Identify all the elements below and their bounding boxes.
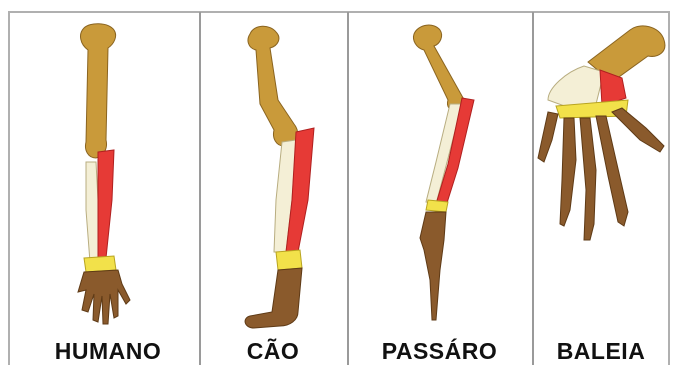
whale-flipper: [538, 26, 665, 240]
dog-leg: [245, 26, 314, 328]
bird-digits: [420, 212, 446, 320]
bird-wing: [413, 25, 474, 320]
label-human: HUMANO: [20, 339, 196, 363]
dog-paw: [245, 268, 302, 328]
dog-carpals: [276, 250, 302, 270]
whale-finger-1: [538, 112, 558, 162]
human-hand: [78, 270, 130, 324]
label-bird: PASSÁRO: [349, 339, 530, 363]
label-whale: BALEIA: [534, 339, 668, 363]
whale-finger-4: [596, 116, 628, 226]
whale-finger-3: [580, 118, 596, 240]
human-radius: [98, 150, 114, 258]
whale-ulna: [548, 66, 604, 108]
dog-humerus: [248, 26, 298, 146]
human-humerus: [81, 24, 116, 158]
whale-finger-5: [612, 108, 664, 152]
human-carpals: [84, 256, 116, 272]
bird-carpals: [426, 200, 448, 212]
bird-humerus: [413, 25, 464, 112]
whale-finger-2: [560, 118, 576, 226]
label-dog: CÃO: [201, 339, 345, 363]
human-arm: [78, 24, 130, 324]
